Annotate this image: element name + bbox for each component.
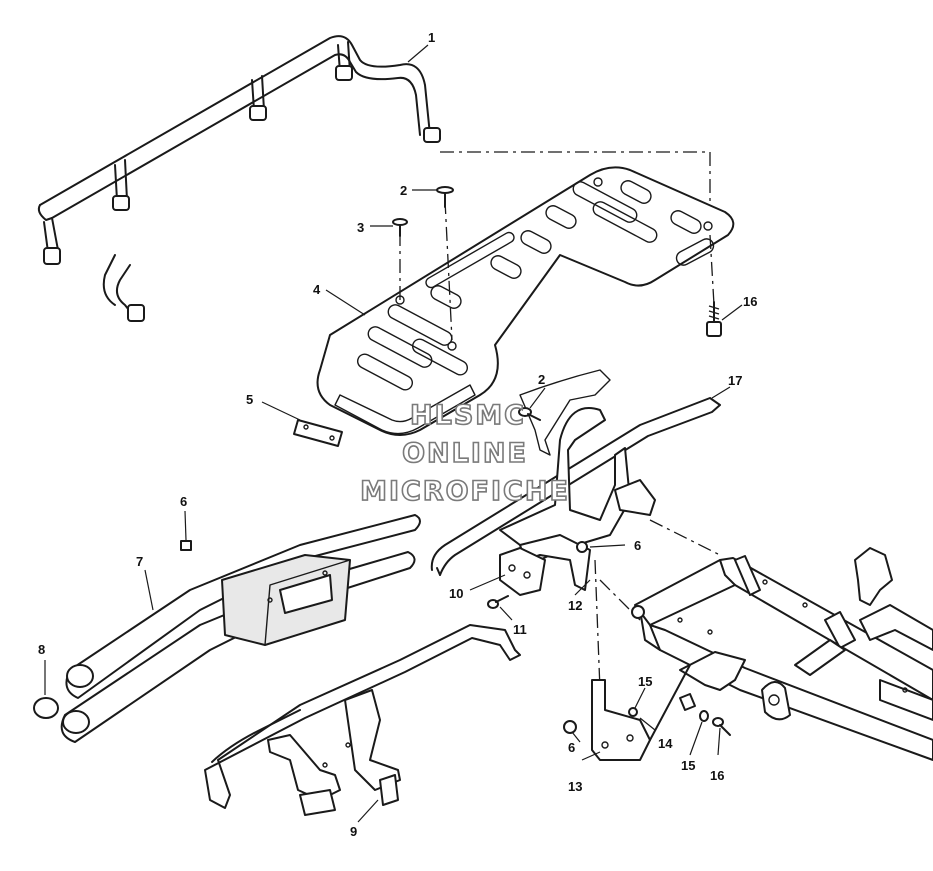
callout-labels: 1 2 3 4 5 2 17 16 6 6 7 8 10 11 12 13 14… [38, 30, 757, 839]
part-6-nut-middle[interactable] [576, 541, 588, 553]
part-11-screw[interactable] [487, 595, 509, 609]
part-15-pin-upper[interactable] [628, 707, 638, 717]
part-3-screw[interactable] [392, 218, 408, 237]
callout-6-top: 6 [180, 494, 187, 509]
watermark-line-2: ONLINE [402, 438, 528, 469]
callout-7: 7 [136, 554, 143, 569]
callout-5: 5 [246, 392, 253, 407]
callout-3: 3 [357, 220, 364, 235]
callout-8: 8 [38, 642, 45, 657]
alignment-line-13 [594, 559, 601, 691]
callout-12: 12 [568, 598, 582, 613]
vehicle-frame[interactable] [631, 547, 933, 761]
part-1-rack-rail[interactable] [37, 35, 441, 322]
part-2-screw-top[interactable] [436, 186, 454, 208]
part-4-rack-plate[interactable] [316, 166, 735, 436]
alignment-line-2 [444, 199, 453, 341]
part-16-bolt-lower[interactable] [712, 717, 731, 736]
part-6-nut-top[interactable] [180, 540, 192, 551]
watermark: HLSMC ONLINE MICROFICHE [359, 399, 570, 508]
callout-6-middle: 6 [634, 538, 641, 553]
part-15-pin-lower[interactable] [699, 710, 709, 722]
part-16-bolt-upper[interactable] [706, 301, 722, 337]
alignment-line-frame-2 [649, 519, 721, 556]
callout-1: 1 [428, 30, 435, 45]
watermark-line-1: HLSMC [410, 400, 526, 431]
part-5-reflector[interactable] [293, 419, 343, 447]
callout-11: 11 [513, 622, 527, 637]
callout-10: 10 [449, 586, 463, 601]
part-14-hitch-bracket[interactable] [649, 651, 746, 741]
callout-15-lower: 15 [681, 758, 695, 773]
callout-6-lower: 6 [568, 740, 575, 755]
alignment-line-rail [440, 151, 711, 230]
part-7-front-bumper[interactable] [60, 514, 421, 743]
rack-plate-slots [356, 177, 715, 391]
callout-16-upper: 16 [743, 294, 757, 309]
part-9-front-bracket[interactable] [204, 624, 521, 816]
leader-lines [44, 44, 743, 823]
callout-13: 13 [568, 779, 582, 794]
callout-4: 4 [313, 282, 321, 297]
alignment-line-16 [709, 234, 715, 306]
callout-14: 14 [658, 736, 673, 751]
part-13-hitch-plate[interactable] [591, 679, 651, 761]
callout-17: 17 [728, 373, 742, 388]
callout-9: 9 [350, 824, 357, 839]
part-8-end-cap[interactable] [33, 697, 59, 719]
callout-15-upper: 15 [638, 674, 652, 689]
part-17-bumper-bracket[interactable] [430, 369, 721, 596]
part-2-screw-middle[interactable] [518, 407, 541, 421]
watermark-line-3: MICROFICHE [360, 476, 570, 507]
part-6-nut-lower[interactable] [563, 720, 577, 734]
callout-16-lower: 16 [710, 768, 724, 783]
callout-2-top: 2 [400, 183, 407, 198]
callout-2-middle: 2 [538, 372, 545, 387]
